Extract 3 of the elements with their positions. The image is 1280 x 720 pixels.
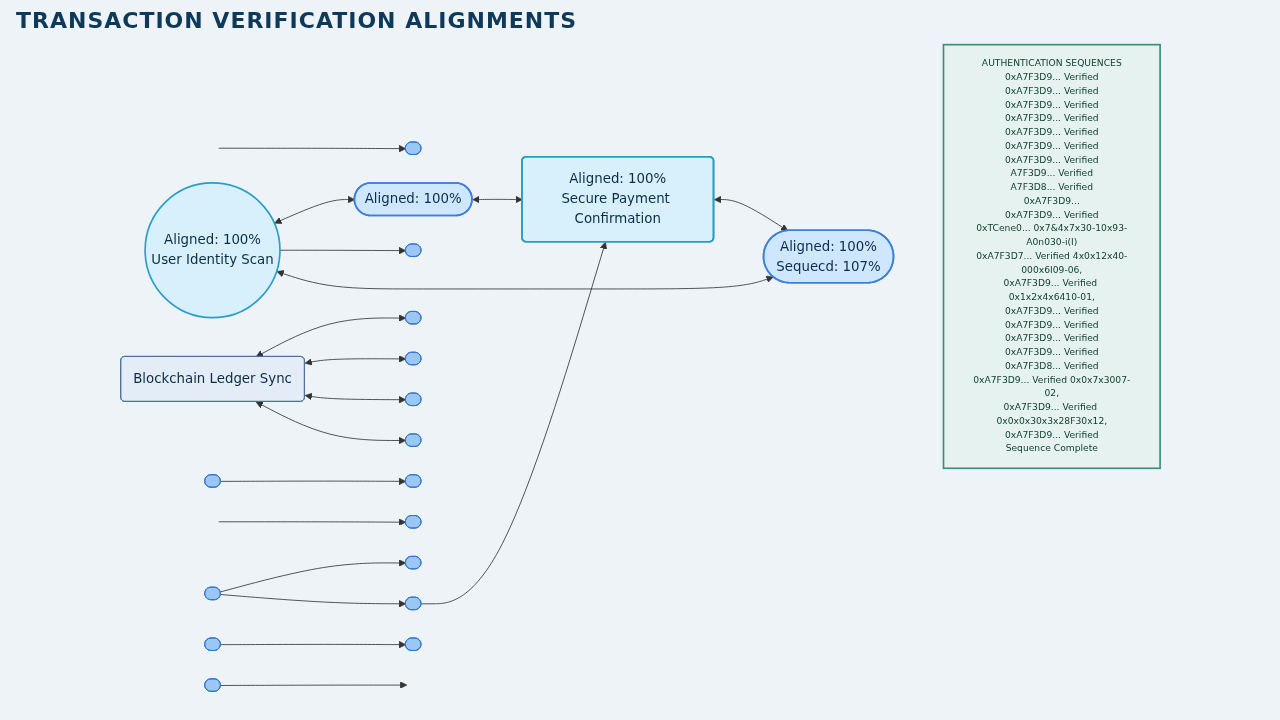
diagram-title: TRANSACTION VERIFICATION ALIGNMENTS (16, 8, 579, 33)
node-box: AUTHENTICATION SEQUENCES 0xA7F3D9... Verified 0xA7F3D9... Verified 0xA7F3D9... Verified 0xA7F3D9... Verified 0xA7F3D9... Verified 0xA7F3D9... Verified 0xA7F3D9... Verified A7F3D9... Verified A7F3D8... Verified 0xA7F3D9... 0xA7F3D9... Verified 0xTCene0... 0x7&4x7x30-10x93-A0n030-i(I) 0xA7F3D7... Verified 4x0x12x40-000x6I09-06, 0xA7F3D9... Verified 0x1x2x4x6410-01, 0xA7F3D9... Verified 0xA7F3D9... Verified 0xA7F3D9... Verified 0xA7F3D9... Verified 0xA7F3D8... Verified 0xA7F3D9... Verified 0x0x7x3007-02, 0xA7F3D9... Verified 0x0x0x30x3x28F30x12, 0xA7F3D9... Verified Sequence Complete (942, 43, 1161, 470)
node-circle: Aligned: 100% User Identity Scan (143, 181, 281, 319)
